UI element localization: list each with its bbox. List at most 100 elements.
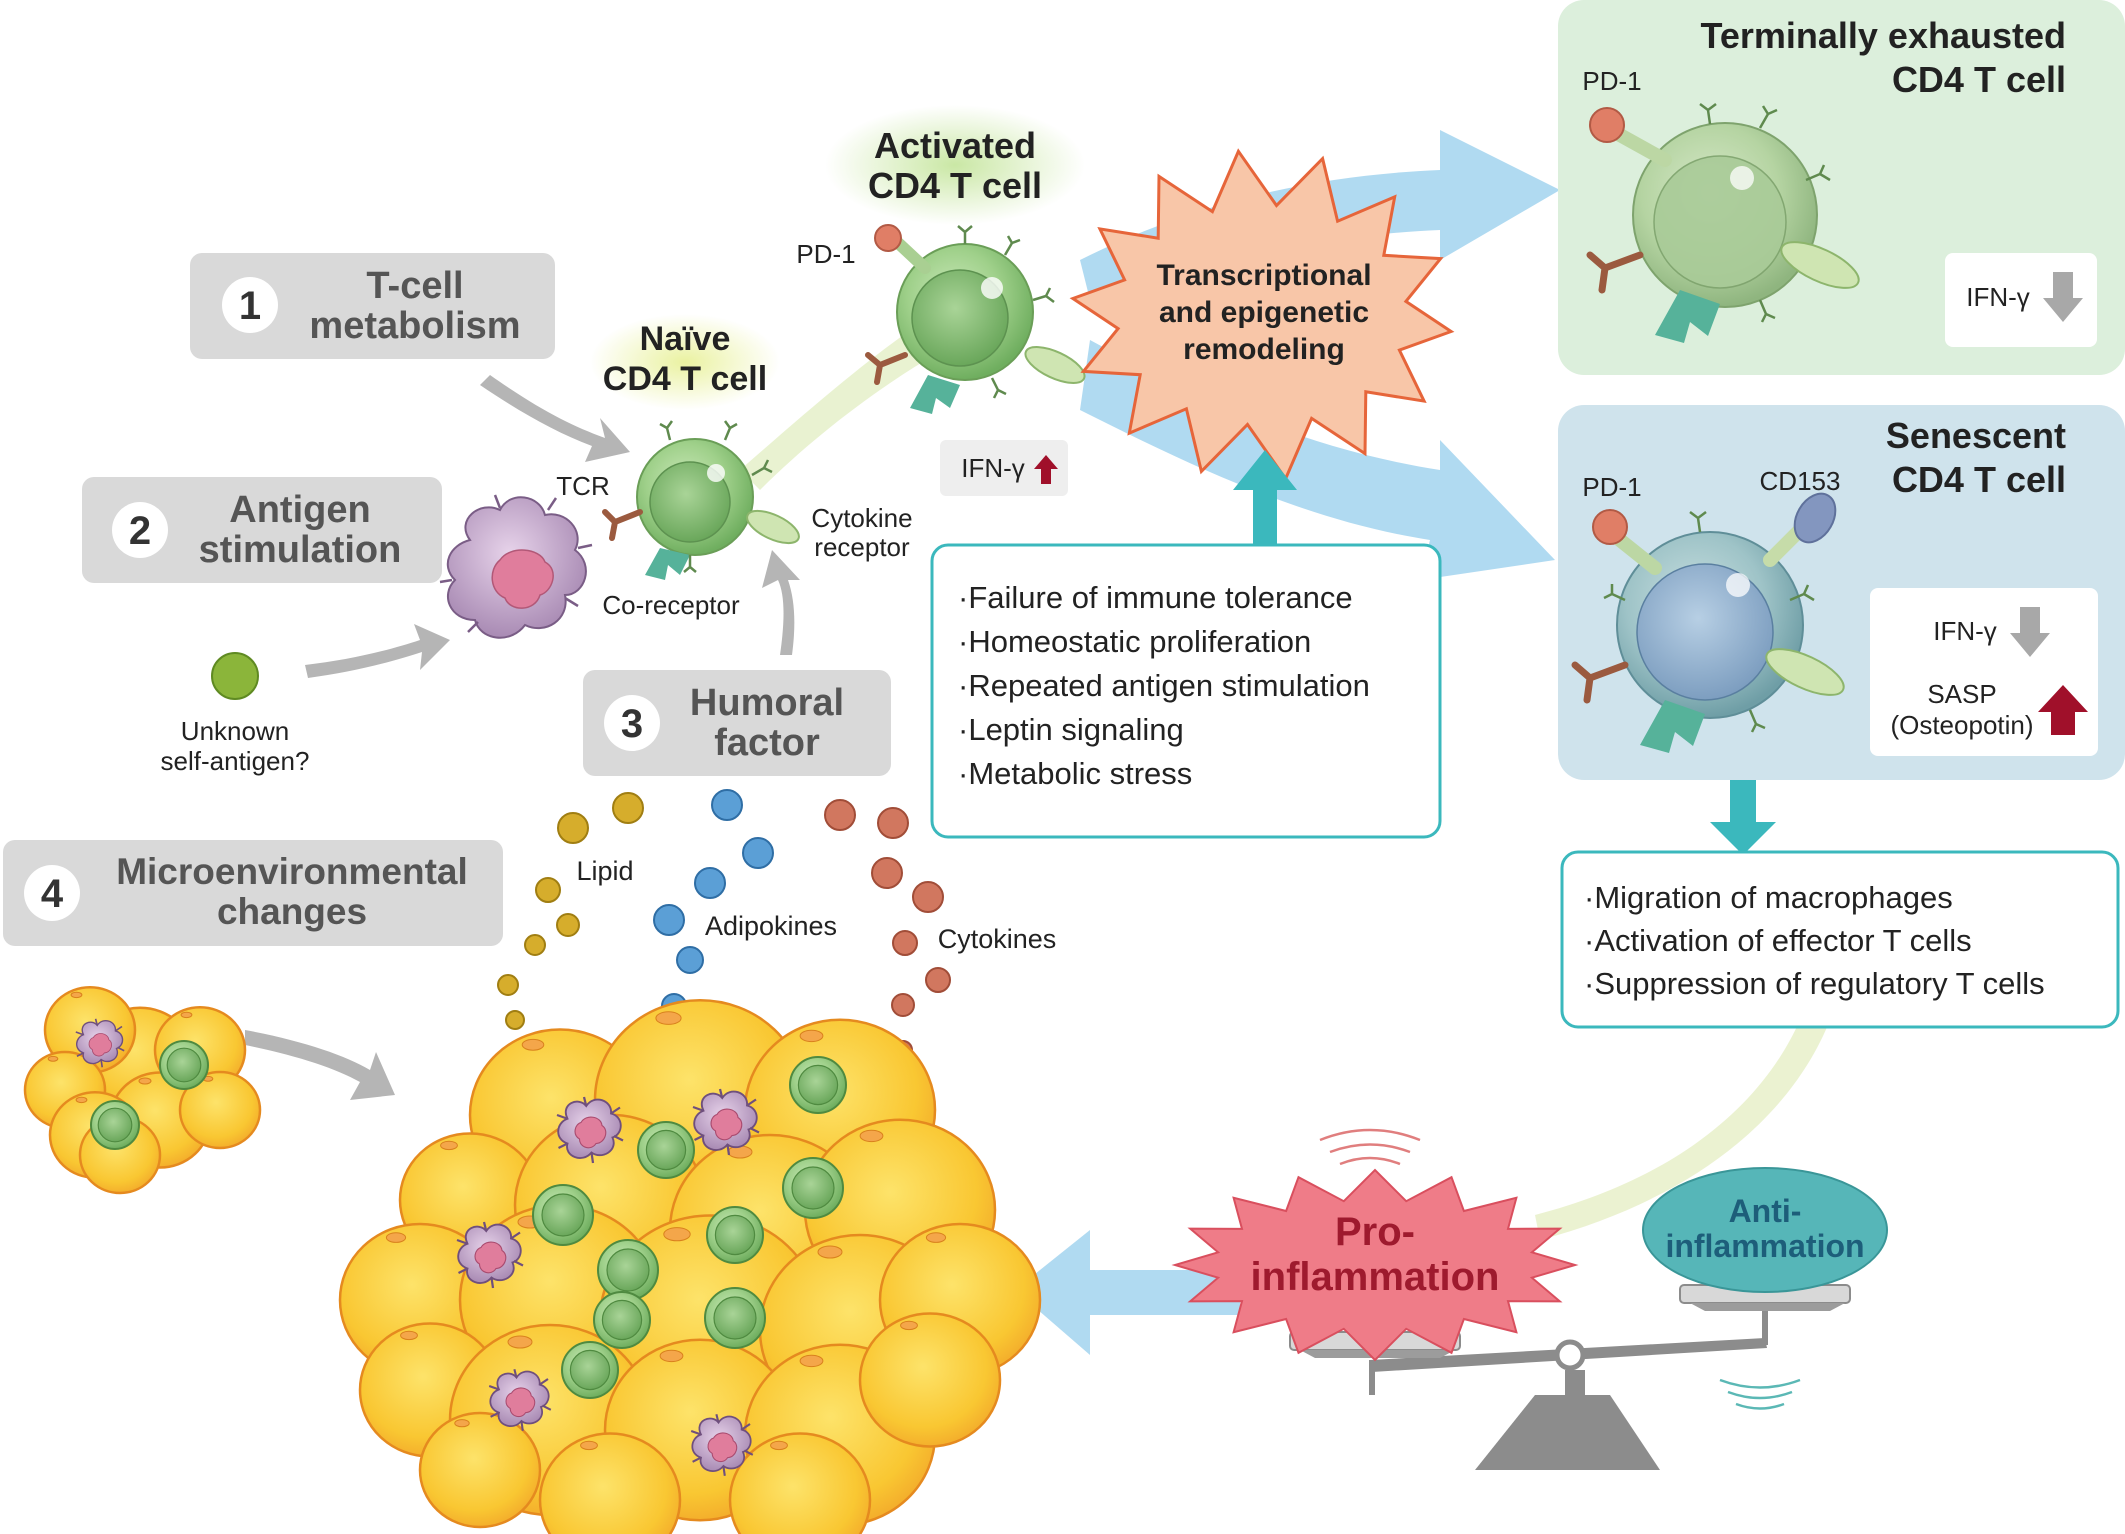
down-arrow-icon — [2043, 272, 2083, 322]
senescent-title-line2: CD4 T cell — [1892, 459, 2066, 500]
macrophage — [456, 1221, 524, 1289]
activated-title-line2: CD4 T cell — [868, 165, 1042, 206]
naive-title-line1: Naïve — [640, 320, 731, 358]
tcr-icon — [1571, 661, 1629, 704]
up-arrow-icon — [1034, 455, 1058, 484]
adipose-tissue — [338, 999, 1042, 1534]
cd153-label: CD153 — [1760, 466, 1841, 496]
small-adipose-cluster — [23, 986, 262, 1195]
cytokine-receptor-icon — [1780, 241, 1860, 289]
humoral-particles: Lipid Adipokines Cytokines — [497, 789, 1057, 1084]
factor-label-line2: metabolism — [309, 305, 520, 347]
anti-inflammation-line2: inflammation — [1665, 1228, 1864, 1264]
down-arrow-icon — [2010, 607, 2050, 657]
factor-number: 3 — [621, 702, 643, 746]
remodeling-line1: Transcriptional — [1156, 259, 1371, 292]
remodeling-starburst: Transcriptional and epigenetic remodelin… — [1069, 148, 1455, 482]
factor-box-2: 2 Antigen stimulation — [82, 477, 442, 583]
adipocyte — [728, 1432, 872, 1534]
pd1-icon — [1592, 509, 1628, 545]
adipokines-label: Adipokines — [705, 911, 837, 941]
macrophage — [75, 1018, 125, 1068]
driver-item: ·Leptin signaling — [958, 712, 1184, 747]
exhausted-title-line1: Terminally exhausted — [1701, 15, 2066, 56]
coreceptor-label: Co-receptor — [602, 590, 740, 620]
cytokine-receptor-icon — [1765, 648, 1845, 696]
factor-number: 2 — [129, 509, 151, 553]
pd1-label: PD-1 — [796, 239, 855, 269]
ifn-label: IFN-γ — [961, 453, 1025, 483]
naive-t-cell: Naïve CD4 T cell TCR Co-receptor Cytokin… — [556, 314, 913, 620]
ifn-label: IFN-γ — [1966, 282, 2030, 312]
self-antigen-label-line2: self-antigen? — [161, 746, 310, 776]
feedback-trail — [1535, 1020, 1830, 1240]
senescent-marker-box — [1870, 588, 2098, 756]
senescent-title-line1: Senescent — [1886, 415, 2066, 456]
self-antigen-label-line1: Unknown — [181, 716, 289, 746]
teal-up-arrow-icon — [1233, 450, 1297, 545]
ifn-label: IFN-γ — [1933, 616, 1997, 646]
coreceptor-icon — [1640, 700, 1705, 753]
adipocyte — [178, 1070, 262, 1150]
driver-item: ·Metabolic stress — [958, 756, 1192, 791]
driver-item: ·Failure of immune tolerance — [958, 580, 1353, 615]
factor-label-line2: stimulation — [199, 529, 402, 571]
pd1-label: PD-1 — [1582, 66, 1641, 96]
factor-number: 1 — [239, 284, 261, 328]
macrophage — [556, 1096, 624, 1164]
coreceptor-icon — [910, 375, 960, 414]
coreceptor-icon — [645, 548, 690, 580]
naive-title-line2: CD4 T cell — [603, 360, 767, 398]
pro-inflammation-starburst — [1171, 1168, 1579, 1362]
cytokine-receptor-icon — [1024, 346, 1086, 384]
lipid-label: Lipid — [576, 856, 633, 886]
factor-number: 4 — [41, 872, 64, 916]
vibration-marks — [1719, 1378, 1801, 1410]
cytokines-label: Cytokines — [938, 924, 1057, 954]
driver-item: ·Homeostatic proliferation — [958, 624, 1311, 659]
effects-box: ·Migration of macrophages ·Activation of… — [1560, 850, 2120, 1029]
pd1-icon — [1589, 107, 1625, 143]
adipocyte — [418, 1411, 542, 1529]
factor-label-line1: T-cell — [366, 265, 463, 307]
activated-title-glow — [825, 105, 1085, 225]
effect-item: ·Migration of macrophages — [1584, 880, 1953, 915]
macrophage — [488, 1368, 552, 1431]
sasp-label-line1: SASP — [1927, 679, 1996, 709]
arrow-humoral-to-naive — [762, 550, 800, 655]
tcr-icon — [865, 352, 908, 385]
tcr-icon — [602, 509, 643, 541]
self-antigen: Unknown self-antigen? — [161, 652, 310, 776]
cytokine-particles — [824, 799, 951, 1060]
naive-title-glow — [590, 314, 780, 410]
macrophage — [690, 1413, 754, 1476]
anti-inflammation-badge — [1642, 1167, 1888, 1293]
ifn-badge — [940, 440, 1068, 496]
remodeling-line2: and epigenetic — [1159, 296, 1369, 329]
lipid-particles — [497, 792, 644, 1059]
pd1-icon — [874, 224, 902, 252]
inflammation-balance: Anti- inflammation Pro- inflammation — [1171, 1128, 1888, 1470]
activated-title-line1: Activated — [874, 125, 1036, 166]
effect-item: ·Activation of effector T cells — [1584, 923, 1972, 958]
tcr-icon — [1586, 251, 1644, 294]
cytokine-receptor-label-line2: receptor — [814, 532, 910, 562]
anti-inflammation-line1: Anti- — [1729, 1193, 1802, 1229]
activated-t-cell: Activated CD4 T cell PD-1 IFN-γ — [796, 105, 1086, 496]
factor-box-4: 4 Microenvironmental changes — [3, 840, 503, 946]
driver-item: ·Repeated antigen stimulation — [958, 668, 1370, 703]
remodeling-line3: remodeling — [1183, 333, 1345, 366]
factor-label-line1: Microenvironmental — [116, 851, 468, 892]
adipocyte — [538, 1432, 682, 1534]
antigen-presenting-cell — [439, 494, 593, 639]
arrow-to-adipose — [1015, 1230, 1240, 1355]
vibration-marks — [1319, 1128, 1421, 1166]
factor-box-3: 3 Humoral factor — [583, 670, 891, 776]
cd153-icon — [1793, 492, 1837, 544]
factor-label-line2: changes — [217, 891, 367, 932]
factor-label-line1: Humoral — [690, 682, 844, 724]
factor-arrows — [245, 375, 800, 1100]
tcr-label: TCR — [556, 471, 609, 501]
drivers-box: ·Failure of immune tolerance ·Homeostati… — [930, 543, 1442, 839]
